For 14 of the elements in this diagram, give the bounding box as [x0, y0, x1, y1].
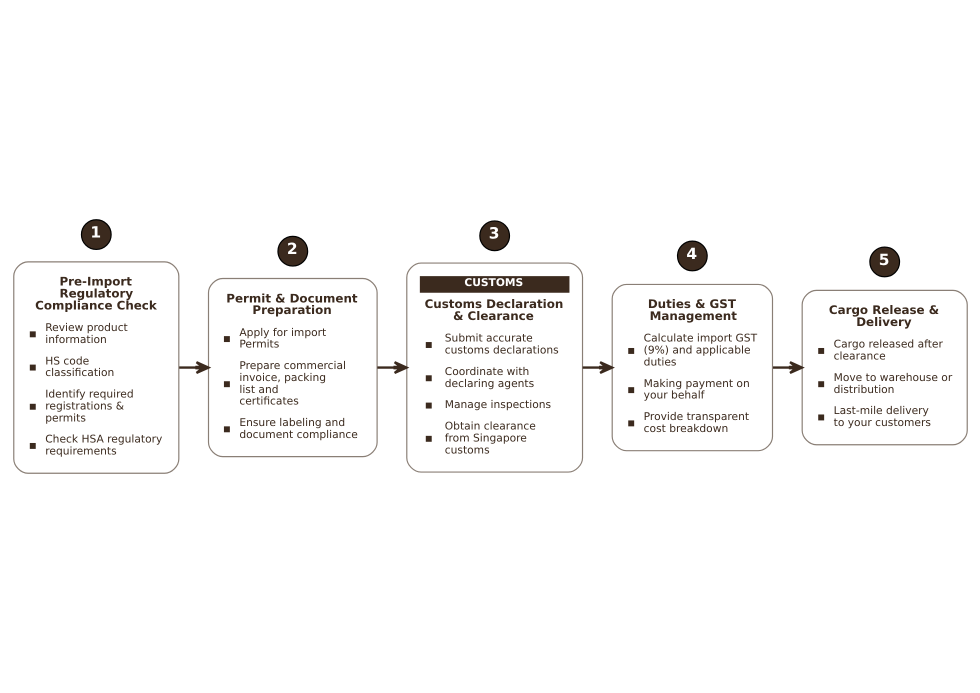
arrow [376, 361, 408, 374]
node-circle: 3 [478, 220, 510, 252]
node-circle: 2 [276, 236, 308, 267]
node-box: Permit & Document Preparation Apply for import Permits Prepare commercial invoice, packing list and certificates Ensure labeling and document compliance [207, 278, 378, 458]
node-circle: 4 [676, 240, 708, 272]
node-box: CUSTOMS Customs Declaration & Clearance Submit accurate customs declarations Coordinate with declaring agents Manage inspections Obtain clearance from Singapore customs [406, 262, 583, 473]
node-circle: 5 [868, 246, 900, 278]
node-box: Pre-Import Regulatory Compliance Check Review product information HS code classification Identify required registrations & permits Check HSA regulatory requirements [12, 261, 179, 474]
node-box: Duties & GST Management Calculate import GST (9%) and applicable duties Making payment on your behalf Provide transparent cost breakdown [611, 284, 773, 452]
node-circle: 1 [80, 219, 112, 250]
node-box: Cargo Release & Delivery Cargo released after clearance Move to warehouse or distribution Last-mile delivery to your customers [801, 290, 968, 446]
arrow [772, 361, 803, 374]
arrow [582, 361, 613, 374]
arrow [178, 361, 210, 374]
